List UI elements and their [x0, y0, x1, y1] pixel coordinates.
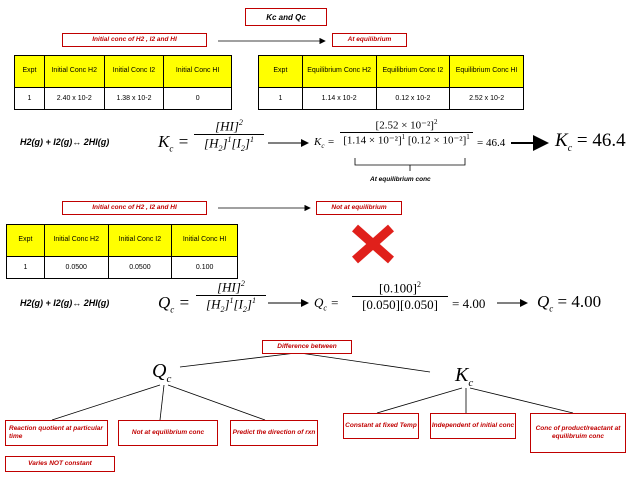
kc-tree-node: Kc	[455, 364, 474, 389]
col-header: Initial Conc I2	[107, 224, 173, 257]
cell: 2.40 x 10-2	[43, 87, 105, 110]
initial-table-2: Expt Initial Conc H2 Initial Conc I2 Ini…	[6, 224, 238, 279]
col-header: Expt	[258, 55, 303, 88]
col-header: Equilibrium Conc HI	[449, 55, 524, 88]
title-box: Kc and Qc	[245, 8, 327, 26]
at-equilibrium-label: At equilibrium	[332, 33, 407, 47]
kc-result-1: = 46.4	[477, 137, 506, 149]
qc-item-varies: Varies NOT constant	[5, 456, 115, 472]
tree-line-qc	[179, 352, 297, 368]
cell: 0.0500	[107, 256, 173, 279]
tree-qc-3	[167, 384, 266, 421]
kc-item-2: Independent of initial conc	[430, 413, 516, 439]
kc-numerator: 2.52 × 10⁻²	[379, 119, 431, 132]
tree-line-kc	[299, 352, 431, 373]
col-header: Initial Conc HI	[171, 224, 238, 257]
initial-conc-label-1: Initial conc of H2 , I2 and HI	[62, 33, 207, 47]
cell: 0.100	[171, 256, 238, 279]
qc-symbol-2: Qc =	[314, 295, 339, 313]
cell: 0.0500	[43, 256, 109, 279]
kc-den-i2: 0.12 × 10⁻²	[411, 134, 463, 147]
difference-between-label: Difference between	[262, 340, 352, 354]
cell: 2.52 x 10-2	[449, 87, 524, 110]
reaction-equation-2: H2(g) + I2(g)↔ 2HI(g)	[20, 298, 110, 308]
kc-symbol-2: Kc =	[314, 136, 335, 151]
col-header: Expt	[14, 55, 45, 88]
eq-brace	[354, 158, 466, 171]
tree-qc-2	[159, 384, 165, 421]
qc-den-i2: 0.050	[404, 297, 434, 313]
kc-expr-numerator: [HI]2	[215, 118, 243, 134]
kc-expr-denominator: [H2]1[I2]1	[204, 135, 254, 154]
col-header: Initial Conc HI	[163, 55, 232, 88]
reaction-equation-1: H2(g) + I2(g)↔ 2HI(g)	[20, 137, 110, 147]
cell: 1	[6, 256, 45, 279]
qc-item-1: Reaction quotient at particular time	[5, 420, 108, 446]
qc-numerator: 0.100	[383, 280, 413, 296]
cell: 1.38 x 10-2	[103, 87, 165, 110]
col-header: Initial Conc H2	[43, 224, 109, 257]
cell: 1	[14, 87, 45, 110]
initial-table-1: Expt Initial Conc H2 Initial Conc I2 Ini…	[14, 55, 232, 110]
qc-expr-denominator: [H2]1[I2]1	[206, 296, 256, 315]
at-eq-caption: At equilibrium conc	[370, 176, 431, 183]
cell: 0	[163, 87, 232, 110]
equilibrium-table: Expt Equilibrium Conc H2 Equilibrium Con…	[258, 55, 524, 110]
kc-den-h2: 1.14 × 10⁻²	[346, 134, 398, 147]
qc-result-1: = 4.00	[452, 296, 486, 311]
not-equilibrium-label: Not at equilibrium	[316, 201, 402, 215]
qc-tree-node: Qc	[152, 360, 172, 385]
col-header: Initial Conc I2	[103, 55, 165, 88]
tree-kc-1	[376, 387, 463, 414]
title-text: Kc and Qc	[266, 12, 306, 22]
cell: 0.12 x 10-2	[375, 87, 451, 110]
tree-qc-1	[51, 384, 161, 421]
col-header: Expt	[6, 224, 45, 257]
kc-item-1: Constant at fixed Temp	[343, 413, 419, 439]
cell: 1	[258, 87, 303, 110]
qc-substituted: [0.100]2 [0.050][0.050]	[352, 280, 448, 313]
kc-final: Kc = 46.4	[555, 130, 626, 154]
qc-den-h2: 0.050	[366, 297, 396, 313]
col-header: Equilibrium Conc H2	[301, 55, 377, 88]
kc-item-3: Conc of product/reactant at equilibruim …	[530, 413, 626, 453]
kc-symbol-1: Kc =	[158, 132, 190, 154]
qc-final: Qc = 4.00	[537, 292, 602, 314]
qc-item-3: Predict the direction of rxn	[230, 420, 318, 446]
qc-symbol-1: Qc =	[158, 293, 191, 315]
col-header: Equilibrium Conc I2	[375, 55, 451, 88]
qc-expression: [HI]2 [H2]1[I2]1	[196, 279, 266, 314]
kc-expression: [HI]2 [H2]1[I2]1	[194, 118, 264, 153]
col-header: Initial Conc H2	[43, 55, 105, 88]
not-equilibrium-cross	[352, 224, 394, 264]
initial-conc-label-2: Initial conc of H2 , I2 and HI	[62, 201, 207, 215]
cell: 1.14 x 10-2	[301, 87, 377, 110]
kc-substituted: [2.52 × 10⁻²]2 [1.14 × 10⁻²]1 [0.12 × 10…	[340, 118, 473, 146]
qc-item-2: Not at equilibrium conc	[118, 420, 218, 446]
tree-kc-3	[469, 387, 574, 414]
qc-expr-numerator: [HI]2	[217, 279, 245, 295]
